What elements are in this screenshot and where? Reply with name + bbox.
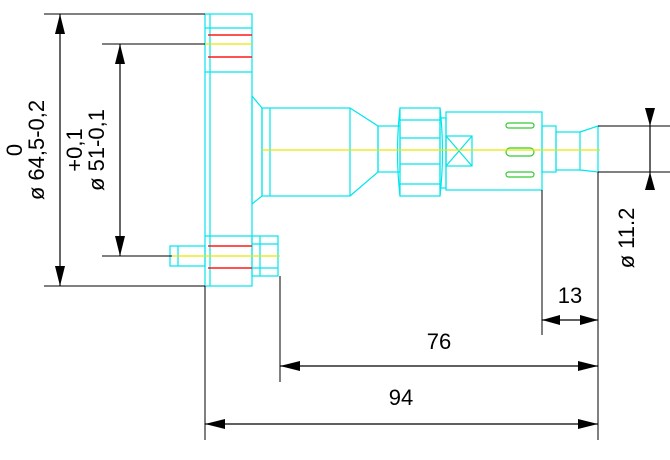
dim-76: 76: [427, 329, 451, 354]
hex-nut: [399, 107, 441, 197]
dimension-lines: [44, 13, 670, 440]
dim-d11-2: ø 11.2: [614, 208, 639, 269]
dim-d51-main: ø 51-0,1: [84, 109, 109, 191]
slotted-body: [445, 111, 543, 191]
dim-d64-main: ø 64,5-0,2: [24, 100, 49, 200]
dim-94: 94: [389, 385, 413, 410]
centerlines: [172, 43, 600, 257]
seal-lines: [208, 34, 252, 269]
part-outline: [169, 13, 599, 287]
dim-13: 13: [558, 283, 582, 308]
dimension-texts: 0 ø 64,5-0,2 +0,1 ø 51-0,1 ø 11.2 13 76 …: [2, 100, 639, 410]
slots: [505, 122, 535, 178]
dim-d51-plus: +0,1: [62, 128, 87, 171]
dim-d64-zero: 0: [2, 144, 27, 156]
shaft: [261, 107, 351, 197]
